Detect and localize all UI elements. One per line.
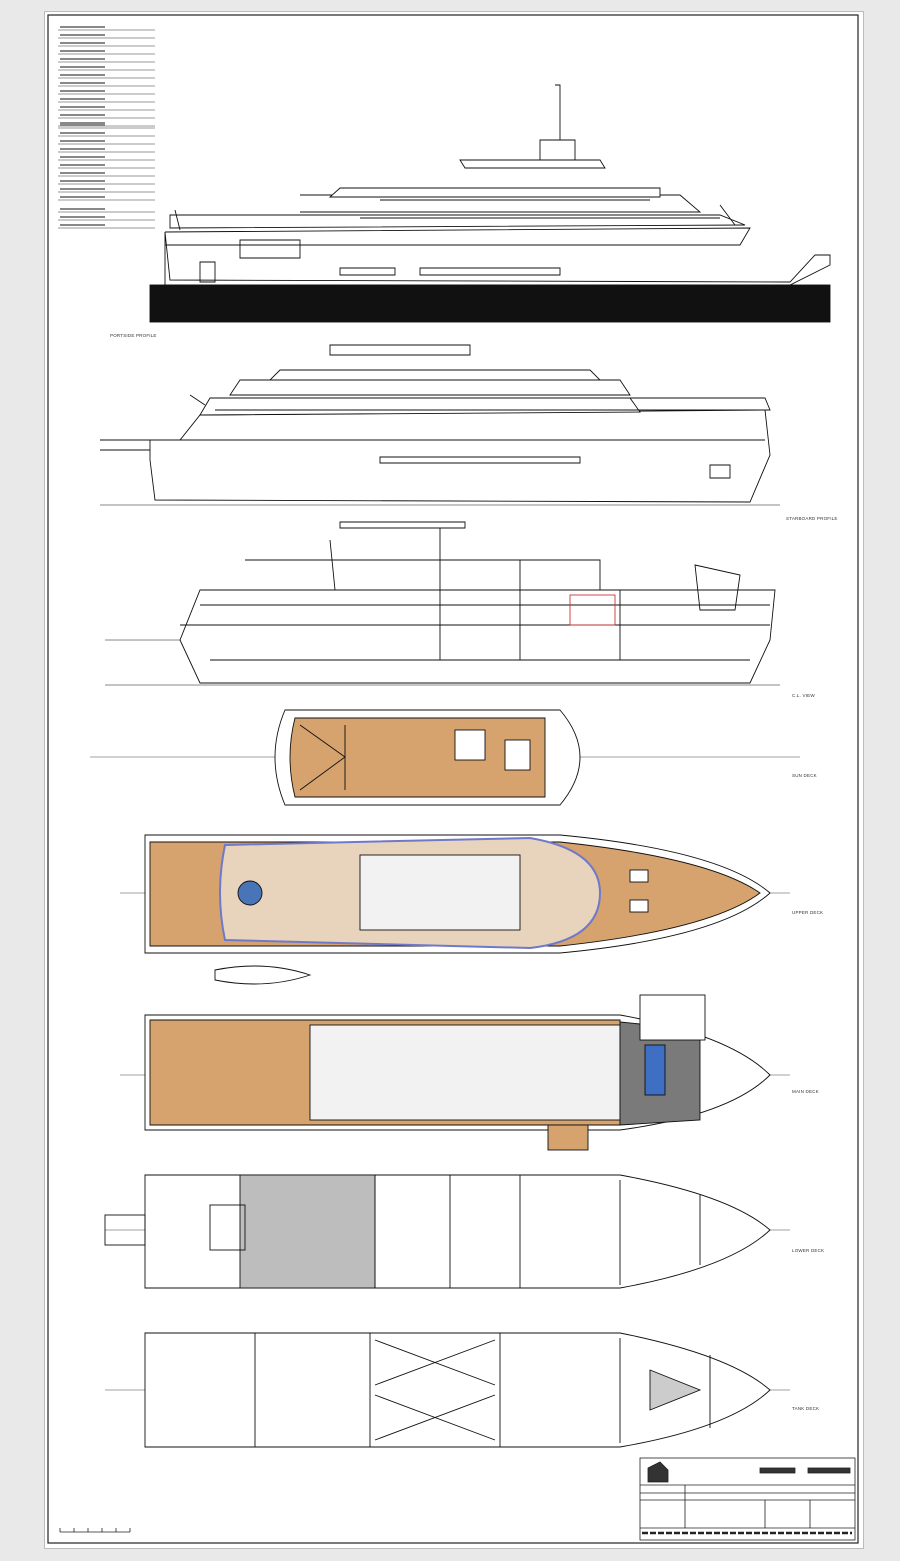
sheet-border	[47, 14, 859, 1544]
specification-tables	[58, 26, 155, 229]
main-deck-plan	[120, 965, 790, 1151]
starboard-profile-view	[100, 344, 780, 506]
upper-deck-plan	[120, 834, 790, 954]
portside-profile-label: PORTSIDE PROFILE	[110, 333, 157, 338]
upper-deck-label: UPPER DECK	[792, 910, 823, 915]
scale-bar	[59, 1528, 131, 1533]
shipyard-logo	[647, 1461, 669, 1483]
main-deck-label: MAIN DECK	[792, 1089, 819, 1094]
title-block	[639, 1457, 856, 1541]
sun-deck-label: SUN DECK	[792, 773, 817, 778]
starboard-profile-label: STARBOARD PROFILE	[786, 516, 838, 521]
tender	[214, 965, 312, 985]
tank-deck-label: TANK DECK	[792, 1406, 819, 1411]
hull-bottom-band	[149, 284, 831, 323]
designer-logo	[759, 1467, 796, 1474]
portside-profile-view	[149, 84, 831, 323]
lower-deck-label: LOWER DECK	[792, 1248, 824, 1253]
tank-deck-plan	[105, 1332, 790, 1448]
centerline-section-view	[105, 521, 780, 686]
centerline-view-label: C.L. VIEW	[792, 693, 815, 698]
sun-deck-plan	[90, 709, 800, 806]
lower-deck-plan	[104, 1174, 790, 1289]
